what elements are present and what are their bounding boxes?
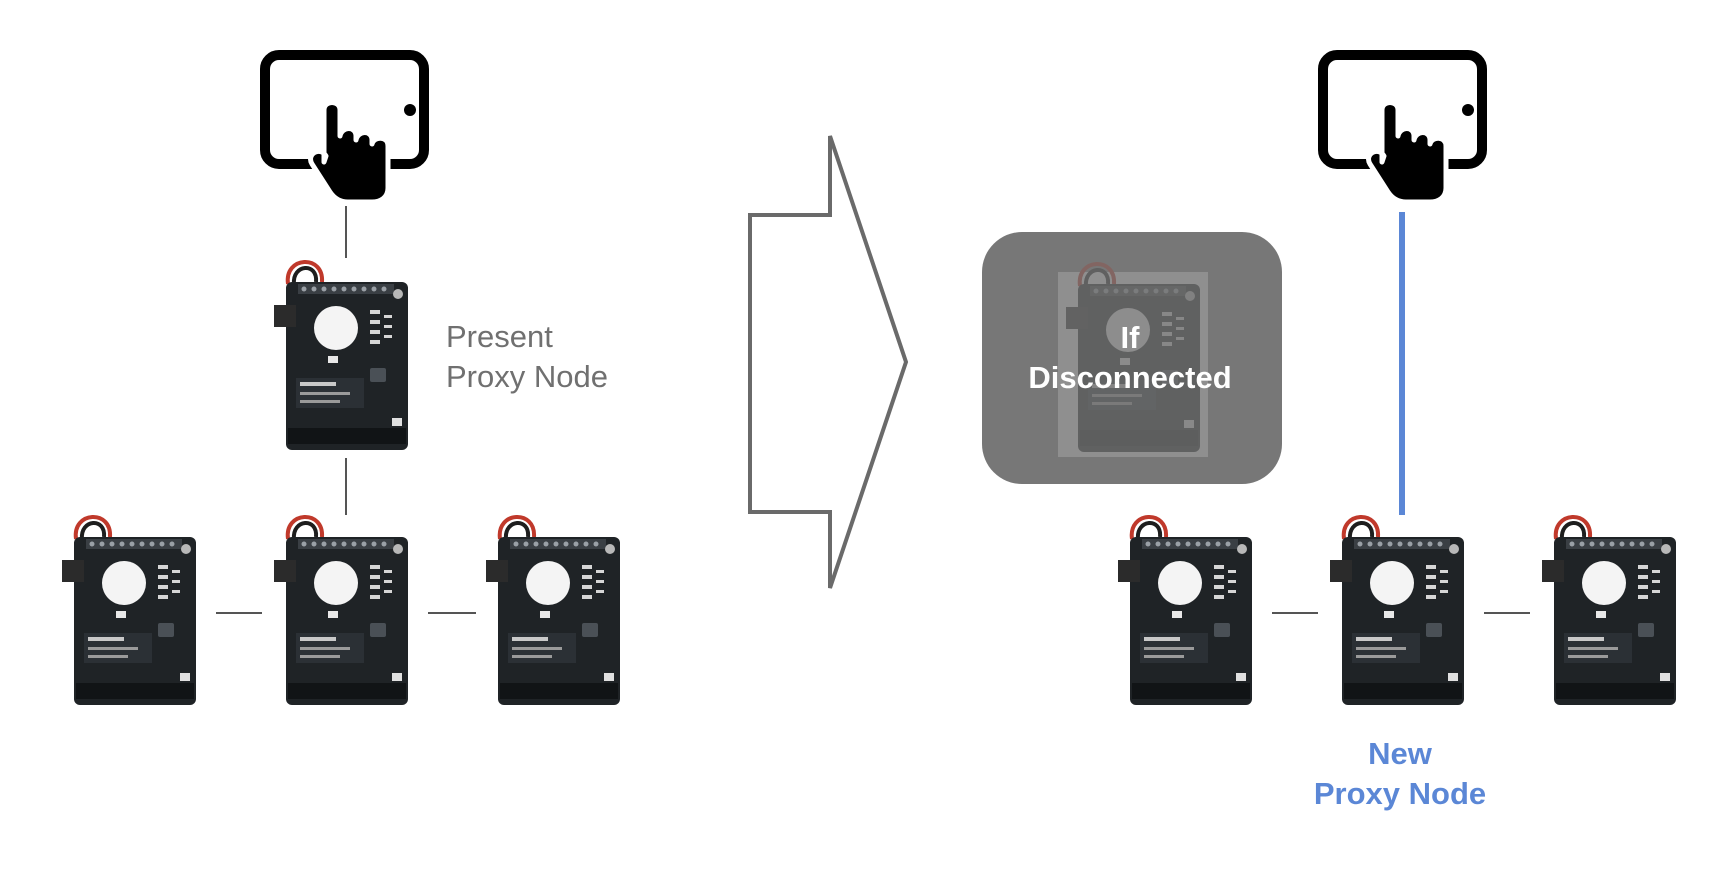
sensor-board-icon [52,514,206,712]
disconnected-label-line2: Disconnected [1028,360,1232,395]
present-proxy-label-line2: Proxy Node [446,359,608,394]
present-proxy-label-line1: Present [446,319,553,354]
sensor-board-icon [476,514,630,712]
left-connectors [216,206,476,614]
transition-arrow-icon [748,135,909,589]
sensor-board-icon [1108,514,1262,712]
sensor-board-icon [264,514,418,712]
new-proxy-label-line2: Proxy Node [1313,776,1487,811]
right-connectors [1272,212,1530,614]
tablet-touch-icon [1323,55,1482,202]
sensor-board-icon [1532,514,1686,712]
tablet-touch-icon [265,55,424,202]
present-proxy-label: Present Proxy Node [446,317,608,397]
sensor-board-icon [1320,514,1474,712]
sensor-board-icon [264,259,418,457]
disconnected-label: If Disconnected [1010,318,1250,398]
new-proxy-label-line1: New [1368,736,1432,771]
new-proxy-label: New Proxy Node [1300,734,1500,814]
disconnected-label-line1: If [1120,320,1140,355]
disconnected-node [982,232,1282,484]
